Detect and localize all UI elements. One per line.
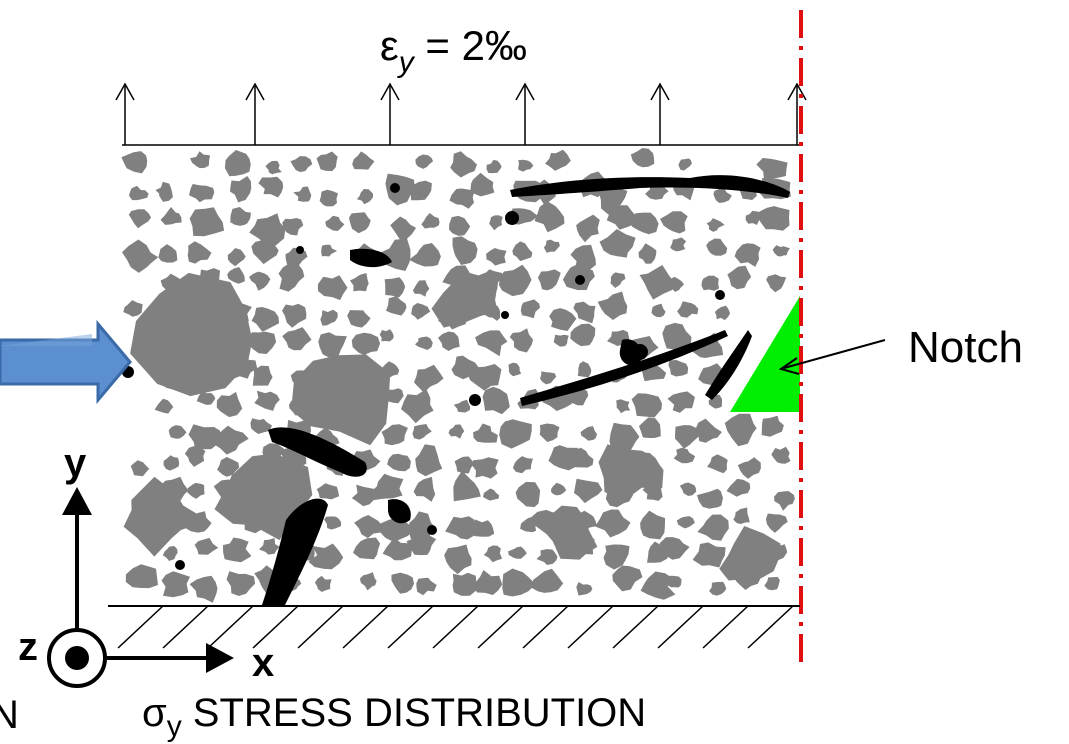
- y-axis-label: y: [64, 441, 87, 485]
- x-axis-label: x: [252, 641, 274, 685]
- up-arrow-icon: [380, 82, 400, 101]
- z-axis-label: z: [18, 625, 38, 669]
- fixed-support-hatch-icon: [108, 605, 800, 649]
- coordinate-axes: y x z: [18, 441, 274, 688]
- right-arrow-icon: [0, 319, 132, 405]
- stress-caption: σy STRESS DISTRIBUTION: [142, 691, 646, 743]
- notch-leader-line: [783, 339, 886, 369]
- microstructure-panel: [121, 145, 800, 605]
- up-arrow-icon: [515, 82, 535, 101]
- load-arrows: [115, 82, 807, 146]
- y-axis-arrow-icon: [62, 487, 92, 515]
- up-arrow-icon: [245, 82, 265, 101]
- x-axis-arrow-icon: [206, 643, 234, 673]
- out-of-plane-icon: [47, 628, 107, 688]
- up-arrow-icon: [115, 82, 135, 101]
- up-arrow-icon: [650, 82, 670, 101]
- strain-label: εy = 2‰: [380, 22, 527, 79]
- notch-label: Notch: [908, 323, 1023, 372]
- aggregates: [121, 148, 795, 603]
- left-cutoff-text: N: [0, 693, 19, 737]
- notch-arrowhead-icon: [778, 357, 800, 375]
- voids: [122, 175, 790, 605]
- notch-region: [730, 296, 800, 412]
- notch-callout: Notch: [778, 323, 1023, 375]
